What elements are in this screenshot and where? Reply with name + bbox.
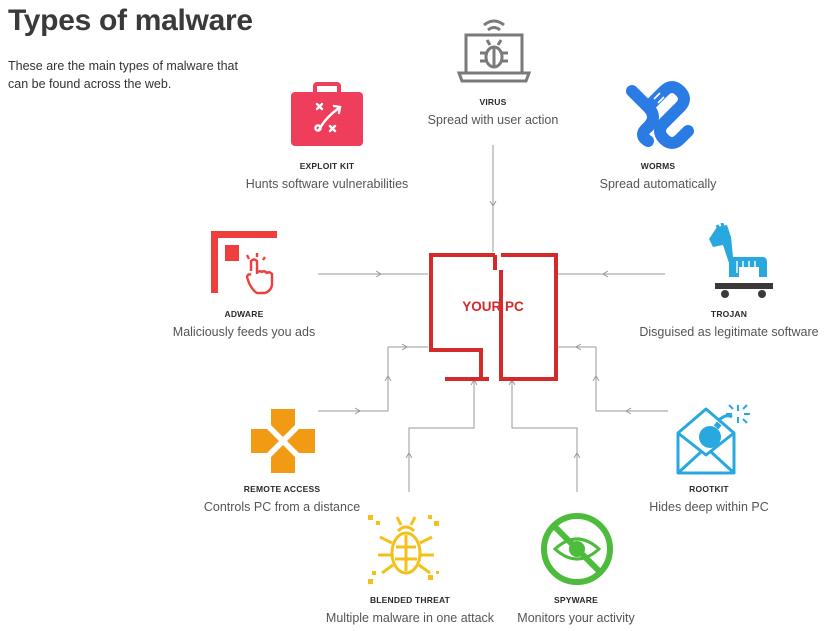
envelope-bomb-icon [676,404,750,475]
node-remote-access: REMOTE ACCESS Controls PC from a distanc… [182,484,382,514]
remote-connector [318,346,428,412]
blended-name: BLENDED THREAT [369,595,451,605]
your-pc-label: YOUR PC [462,299,524,314]
adware-name: ADWARE [224,309,264,319]
spyware-connector [511,380,578,492]
worms-desc: Spread automatically [599,177,717,191]
worms-name: WORMS [640,161,676,171]
rootkit-connector [558,346,668,412]
laptop-bug-icon [456,19,532,83]
node-rootkit: ROOTKIT Hides deep within PC [609,484,809,514]
spyware-desc: Monitors your activity [517,611,635,625]
rootkit-name: ROOTKIT [689,484,729,494]
trojan-name: TROJAN [710,309,748,319]
page-title: Types of malware [8,4,253,37]
rootkit-desc: Hides deep within PC [649,500,769,514]
trojan-desc: Disguised as legitimate software [639,325,819,339]
node-virus: VIRUS Spread with user action [393,97,593,127]
exploit-name: EXPLOIT KIT [299,161,355,171]
node-exploit-kit: EXPLOIT KIT Hunts software vulnerabiliti… [227,161,427,191]
virus-desc: Spread with user action [427,113,559,127]
your-pc-monitor [429,253,558,381]
trojan-horse-icon [709,223,773,298]
blended-connector [408,380,475,492]
node-spyware: SPYWARE Monitors your activity [476,595,676,625]
remote-name: REMOTE ACCESS [243,484,321,494]
no-eye-icon [541,513,613,585]
ad-click-icon [211,231,277,295]
dpad-icon [251,409,315,473]
bug-icon [368,515,439,584]
worm-icon [626,81,694,149]
virus-name: VIRUS [479,97,507,107]
spyware-name: SPYWARE [554,595,598,605]
node-blended-threat: BLENDED THREAT Multiple malware in one a… [310,595,510,625]
remote-desc: Controls PC from a distance [203,500,361,514]
exploit-desc: Hunts software vulnerabilities [245,177,409,191]
node-worms: WORMS Spread automatically [558,161,758,191]
node-trojan: TROJAN Disguised as legitimate software [629,309,829,339]
briefcase-icon [291,82,363,146]
blended-desc: Multiple malware in one attack [325,611,495,625]
node-adware: ADWARE Maliciously feeds you ads [144,309,344,339]
adware-desc: Maliciously feeds you ads [172,325,316,339]
page-subtitle: These are the main types of malware that… [8,59,238,91]
